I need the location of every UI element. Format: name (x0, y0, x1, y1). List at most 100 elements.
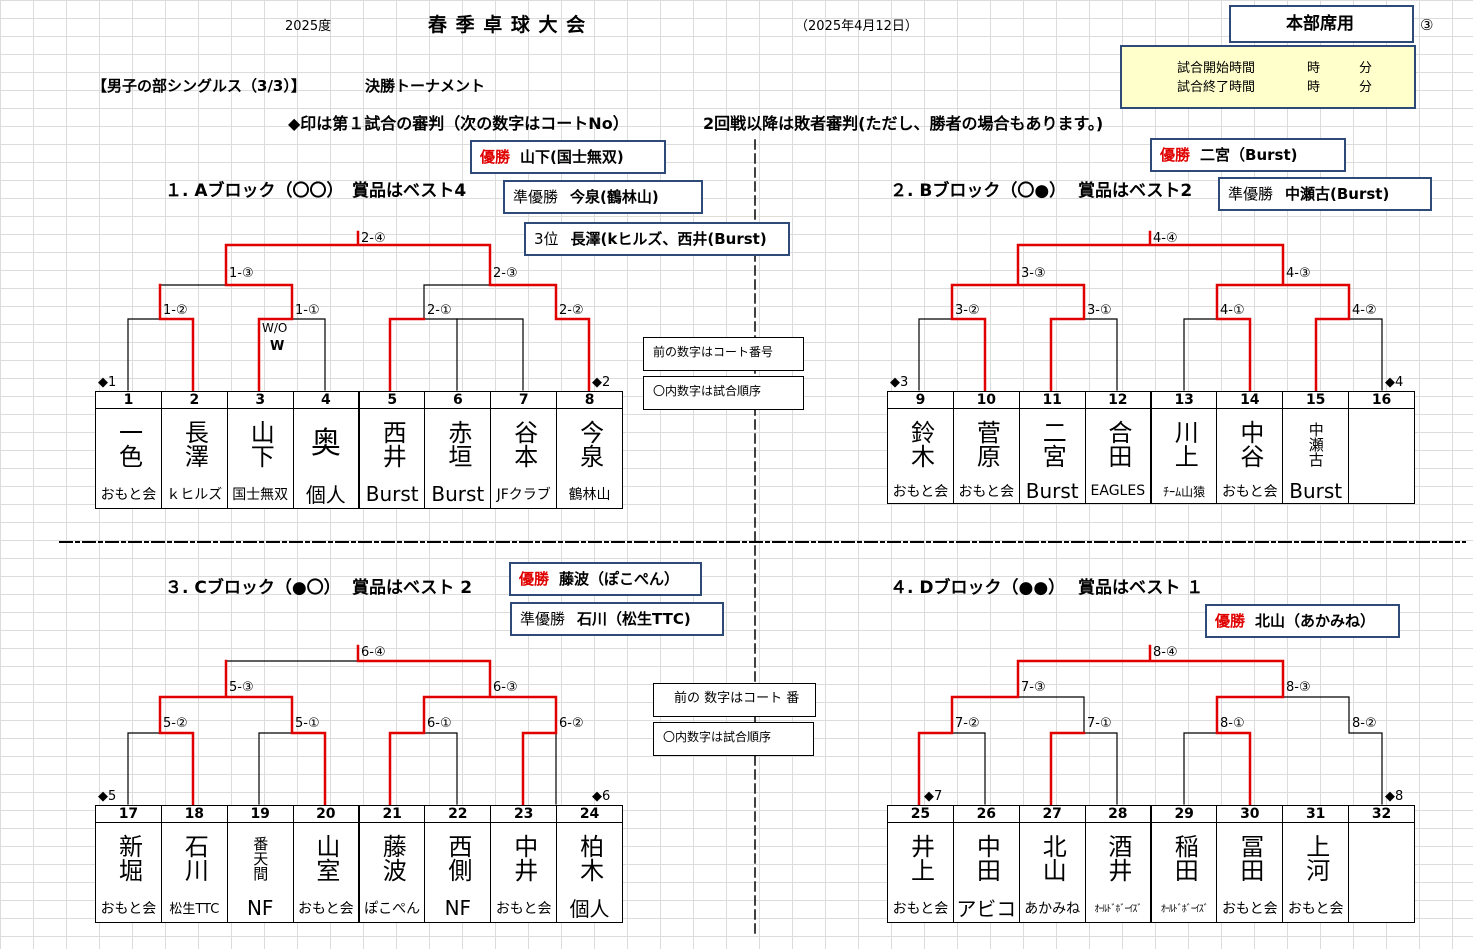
match-label: 1-③ (229, 266, 254, 281)
match-label: 4-④ (1153, 231, 1178, 246)
player-number: 13 (1150, 391, 1218, 409)
referee-mark: ◆4 (1385, 375, 1404, 390)
match-label: 4-① (1220, 303, 1245, 318)
block-a-runnerup: 今泉(鶴林山) (570, 188, 659, 206)
match-label: 6-① (427, 716, 452, 731)
match-label: 6-③ (493, 680, 518, 695)
block-d-player-table: 25 26 27 28 29 30 31 32 井上 中田 北山 酒井 稲田 冨… (887, 805, 1415, 923)
block-a-player-table: 1 2 3 4 5 6 7 8 一色 長澤 山下 奥 西井 赤垣 谷本 今泉 お… (95, 391, 623, 509)
player-number: 6 (424, 391, 492, 409)
hq-label: 本部席用 (1286, 14, 1354, 34)
player-name: 長澤 (160, 408, 228, 479)
player-name: 石川 (160, 822, 228, 893)
hq-box: 本部席用 (1229, 5, 1414, 43)
page-title: 春 季 卓 球 大 会 (428, 14, 587, 36)
player-club: 個人 (556, 893, 623, 923)
player-club: 鶴林山 (556, 479, 623, 509)
match-label: 7-③ (1021, 680, 1046, 695)
player-club: おもと会 (490, 893, 558, 923)
block-b-title: ２. Bブロック（〇●） (890, 181, 1067, 201)
year-label: 2025度 (285, 19, 332, 34)
block-c-title: ３. Cブロック（●〇） (165, 578, 341, 598)
player-club: おもと会 (952, 479, 1020, 504)
match-label: 1-① (295, 303, 320, 318)
match-label: 2-③ (493, 266, 518, 281)
runnerup-label: 準優勝 (513, 188, 559, 206)
block-b-player-table: 9 10 11 12 13 14 15 16 鈴木 菅原 二宮 合田 川上 中谷… (887, 391, 1415, 504)
player-name: 鈴木 (887, 408, 954, 479)
player-number: 30 (1216, 805, 1284, 823)
player-number: 18 (160, 805, 228, 823)
player-name: 番天間 (226, 822, 294, 893)
legend-text: 〇内数字は試合順序 (653, 384, 762, 398)
player-number: 22 (424, 805, 492, 823)
block-a-winner: 山下(国士無双) (520, 148, 624, 166)
player-club: おもと会 (292, 893, 360, 923)
legend-box: 〇内数字は試合順序 (643, 376, 804, 410)
player-number: 31 (1282, 805, 1350, 823)
player-name: 北山 (1018, 822, 1086, 893)
player-name: 谷本 (490, 408, 558, 479)
player-number: 17 (95, 805, 162, 823)
referee-mark: ◆5 (98, 789, 117, 804)
bracket-c-win-lines (158, 644, 558, 806)
player-name: 酒井 (1084, 822, 1152, 893)
match-label: 6-④ (361, 645, 386, 660)
player-number: 16 (1348, 391, 1415, 409)
walkover-mark: W (270, 339, 285, 354)
block-b-winner-box: 優勝二宮（Burst) (1150, 138, 1346, 172)
block-d-winner-box: 優勝北山（あかみね） (1205, 604, 1400, 638)
event-date: （2025年4月12日） (795, 19, 918, 34)
block-c-prize: 賞品はベスト 2 (352, 578, 473, 598)
player-name: 柏木 (556, 822, 623, 893)
player-club: ｵｰﾙﾄﾞﾎﾞｰｲｽﾞ (1150, 893, 1218, 923)
block-c-winner: 藤波（ぽこぺん） (559, 570, 680, 588)
player-name: 井上 (887, 822, 954, 893)
legend-box: 〇内数字は試合順序 (653, 722, 814, 756)
block-c-winner-box: 優勝藤波（ぽこぺん） (509, 562, 702, 596)
player-name: 藤波 (358, 822, 426, 893)
block-c-runnerup: 石川（松生TTC) (577, 610, 691, 628)
match-label: 8-④ (1153, 645, 1178, 660)
player-number: 21 (358, 805, 426, 823)
player-club: JFクラブ (490, 479, 558, 509)
player-club: 国士無双 (226, 479, 294, 509)
block-d-title: ４. Dブロック（●●） (890, 578, 1066, 598)
player-club: あかみね (1018, 893, 1086, 923)
block-c-player-table: 17 18 19 20 21 22 23 24 新堀 石川 番天間 山室 藤波 … (95, 805, 623, 923)
player-name: 中田 (952, 822, 1020, 893)
third-label: 3位 (534, 230, 559, 248)
section-title: 【男子の部シングルス（3/3）】 (92, 77, 306, 95)
player-name: 稲田 (1150, 822, 1218, 893)
player-name: 山下 (226, 408, 294, 479)
referee-mark: ◆1 (98, 375, 117, 390)
player-number: 3 (226, 391, 294, 409)
player-club: おもと会 (95, 893, 162, 923)
bracket-b-win-lines (950, 230, 1351, 392)
player-club: ｵｰﾙﾄﾞﾎﾞｰｲｽﾞ (1084, 893, 1152, 923)
player-number: 2 (160, 391, 228, 409)
player-name: 中井 (490, 822, 558, 893)
player-club: おもと会 (1282, 893, 1350, 923)
player-number: 25 (887, 805, 954, 823)
match-label: 8-② (1352, 716, 1377, 731)
referee-mark: ◆2 (592, 375, 611, 390)
match-label: 2-① (427, 303, 452, 318)
block-b-runnerup-box: 準優勝中瀬古(Burst) (1218, 177, 1432, 211)
page-mark: ③ (1420, 16, 1434, 34)
player-club: Burst (358, 479, 426, 509)
player-number: 4 (292, 391, 360, 409)
match-label: 5-② (163, 716, 188, 731)
bracket-d-win-lines (917, 644, 1285, 806)
match-label: 3-① (1087, 303, 1112, 318)
player-club: おもと会 (887, 479, 954, 504)
match-label: 5-③ (229, 680, 254, 695)
player-number: 9 (887, 391, 954, 409)
player-number: 29 (1150, 805, 1218, 823)
referee-mark: ◆3 (890, 375, 909, 390)
player-club: 個人 (292, 479, 360, 509)
bracket-b-lines (918, 284, 1383, 391)
player-club: おもと会 (887, 893, 954, 923)
match-label: 1-② (163, 303, 188, 318)
player-club (1348, 893, 1415, 923)
